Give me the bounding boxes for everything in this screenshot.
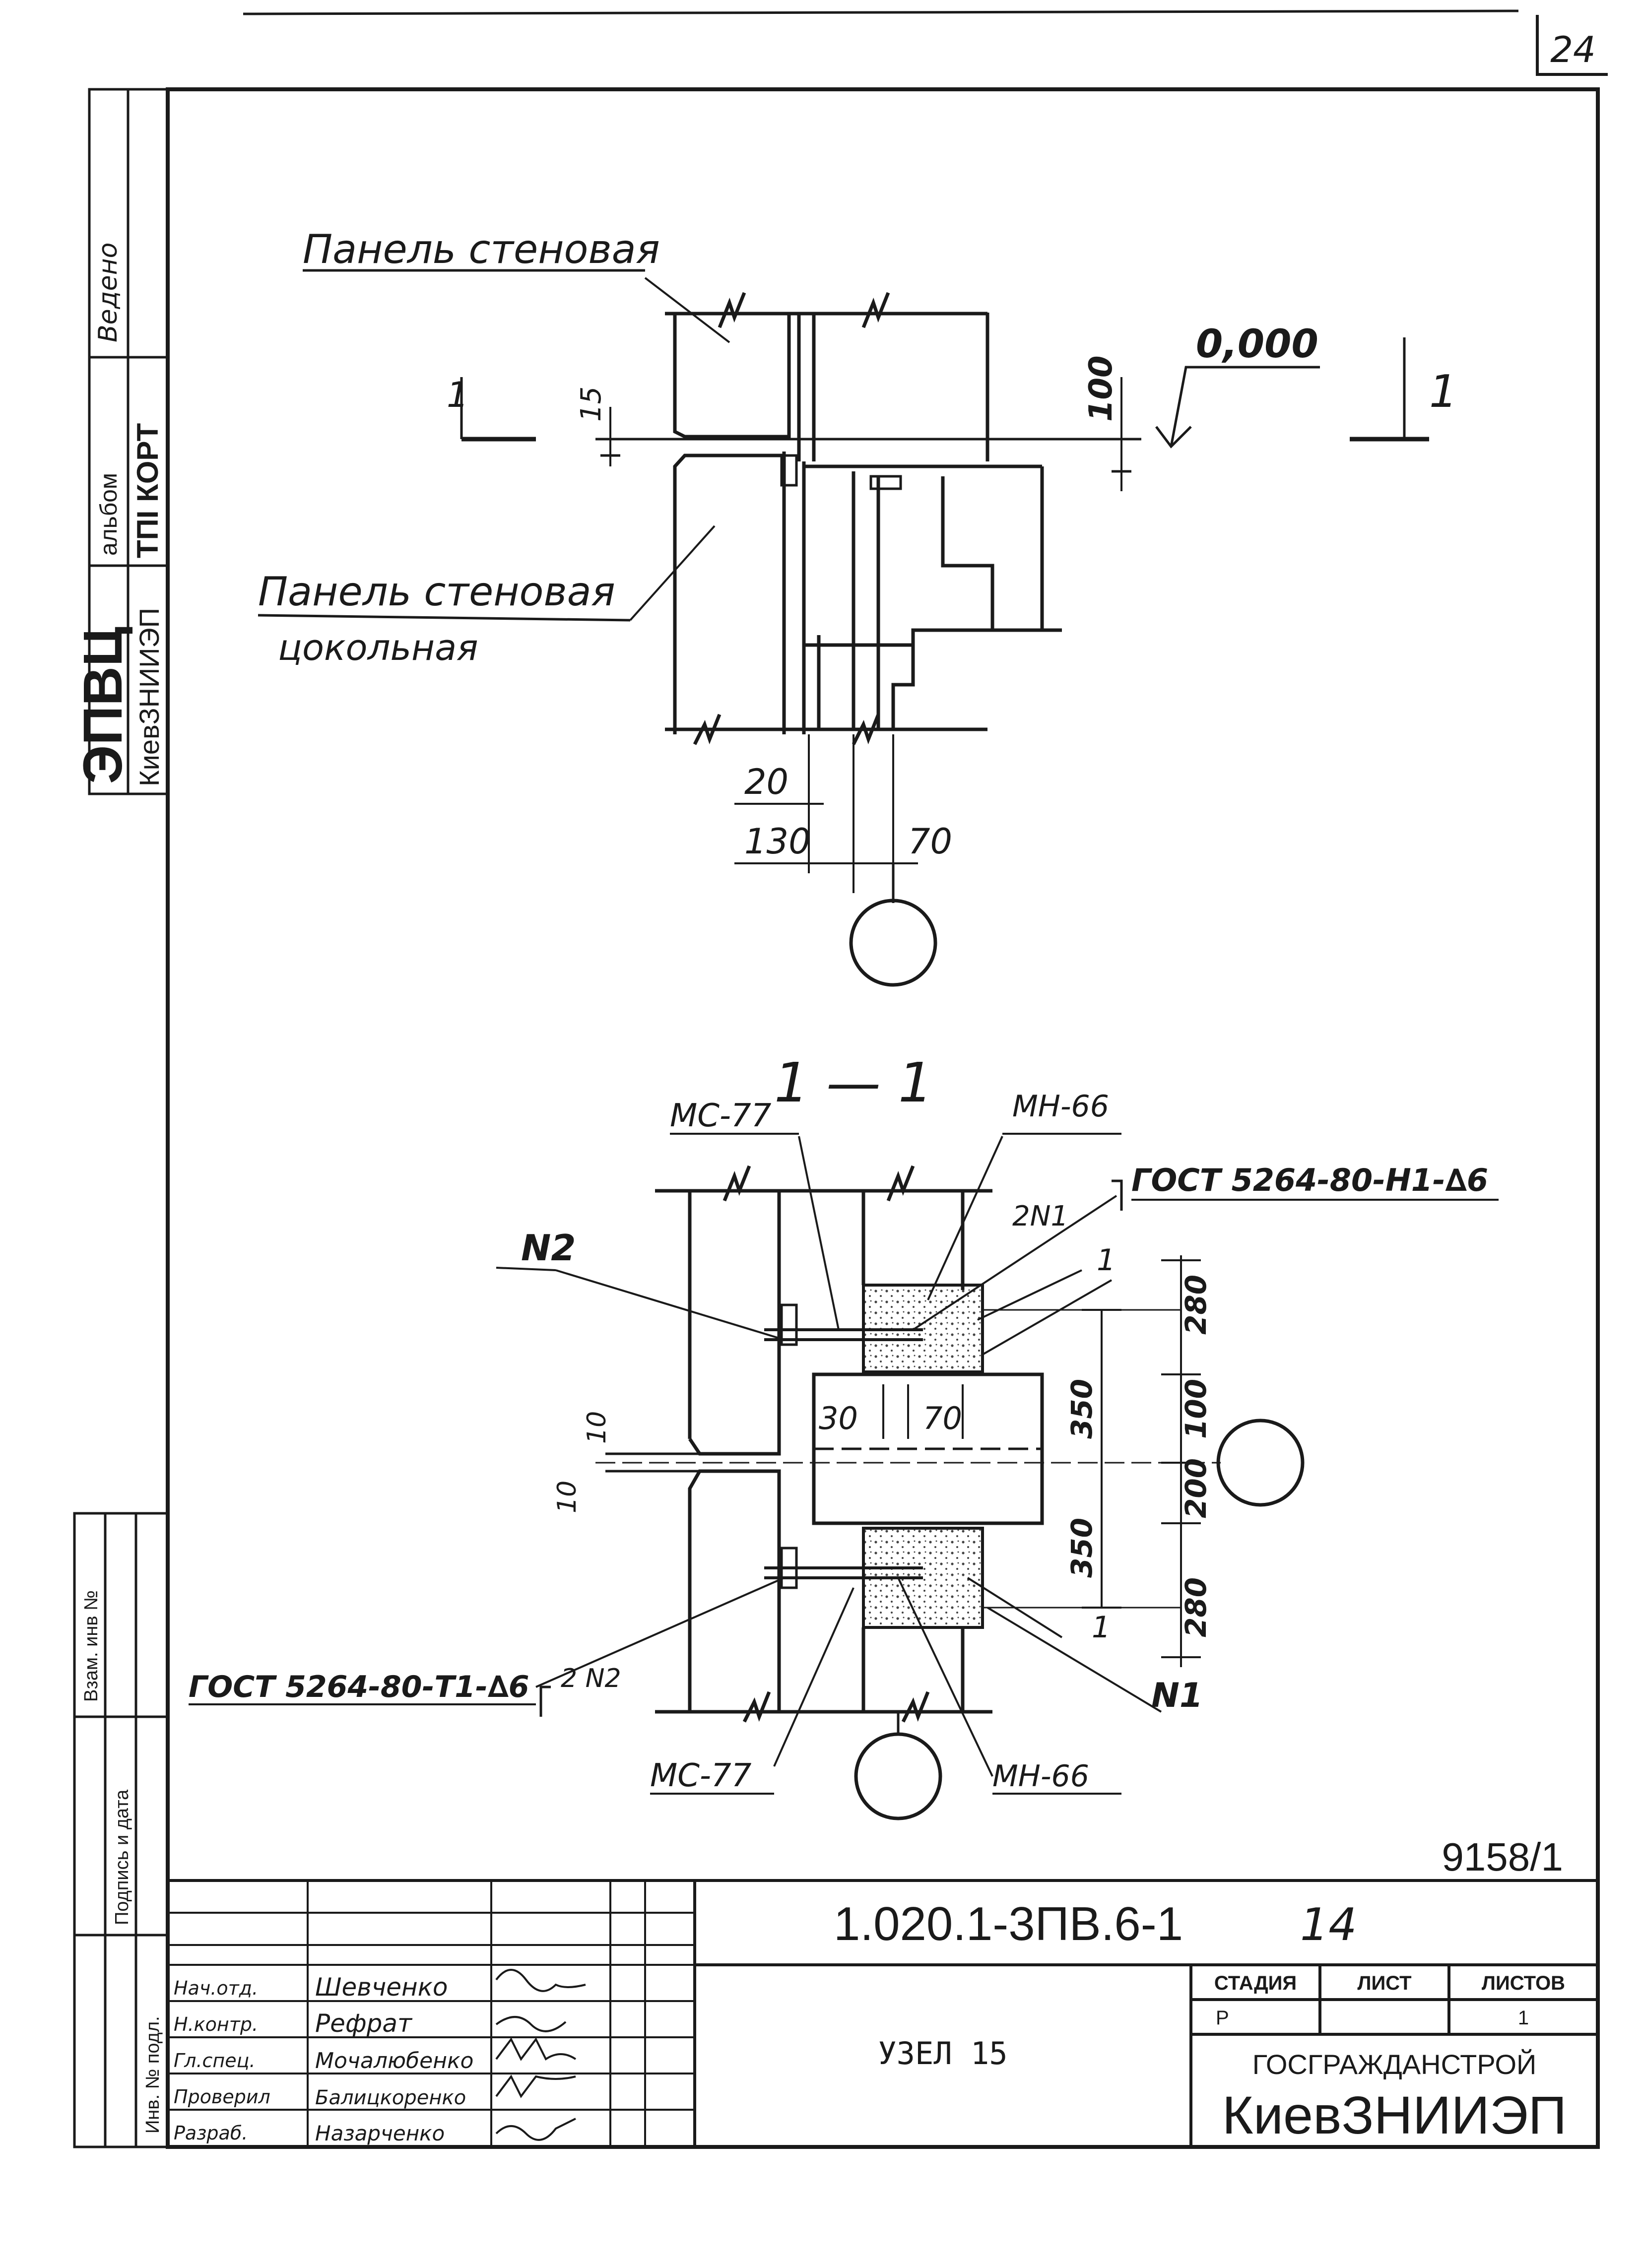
stage-header: СТАДИЯ bbox=[1214, 1972, 1297, 1994]
sheets-header: ЛИСТОВ bbox=[1482, 1972, 1565, 1994]
dim-350-bottom: 350 bbox=[1065, 1518, 1099, 1578]
signer-role-4: Проверил bbox=[174, 2086, 270, 2108]
org-ministry: ГОСГРАЖДАНСТРОЙ bbox=[1252, 2049, 1537, 2080]
mh66-top-label: МН-66 bbox=[1012, 1089, 1109, 1124]
org-institute: КиевЗНИИЭП bbox=[1222, 2085, 1567, 2145]
pos-1-bottom: 1 bbox=[1092, 1610, 1111, 1645]
signer-name-1: Шевченко bbox=[315, 1973, 448, 2002]
dim-15: 15 bbox=[575, 387, 607, 422]
signature-3 bbox=[495, 2037, 577, 2061]
doc-code: 1.020.1-3ПВ.6-1 bbox=[834, 1897, 1183, 1950]
signer-role-5: Разраб. bbox=[174, 2122, 248, 2144]
pos-1-top: 1 bbox=[1097, 1243, 1116, 1278]
section-mark-right: 1 bbox=[1429, 366, 1457, 418]
stamp-inv-orig: Инв. № подл. bbox=[142, 2016, 163, 2134]
mc77-bottom-label: МС-77 bbox=[650, 1757, 752, 1794]
signer-name-4: Балицкоренко bbox=[315, 2086, 466, 2109]
dim-100-upper: 100 bbox=[1083, 355, 1119, 422]
n1-label: N1 bbox=[1151, 1676, 1203, 1715]
stamp-note: Ведено bbox=[93, 243, 123, 342]
archive-number: 9158/1 bbox=[1442, 1835, 1563, 1879]
label-plinth-panel-2: цокольная bbox=[278, 627, 478, 668]
stamp-code: ЭПВЦ bbox=[72, 627, 133, 784]
drawing-frame bbox=[166, 87, 1600, 2149]
dim-100-section: 100 bbox=[1179, 1379, 1213, 1439]
signer-role-3: Гл.спец. bbox=[174, 2050, 256, 2072]
top-side-stamp bbox=[88, 88, 169, 795]
upper-view bbox=[460, 277, 1429, 987]
gost-bottom-label: ГОСТ 5264-80-Т1-∆6 bbox=[189, 1670, 529, 1704]
bottom-side-stamp-text: Взам. инв № Подпись и дата Инв. № подл. bbox=[81, 1590, 163, 2134]
signer-name-5: Назарченко bbox=[315, 2121, 445, 2145]
mh66-bottom-label: МН-66 bbox=[992, 1759, 1089, 1794]
title-block-text: 1.020.1-3ПВ.6-1 14 УЗЕЛ 15 СТАДИЯ ЛИСТ Л… bbox=[174, 1897, 1567, 2145]
stamp-album-code: ТПI КОРТ bbox=[131, 423, 164, 558]
signer-name-2: Рефрат bbox=[315, 2009, 413, 2038]
dim-130: 130 bbox=[744, 821, 811, 862]
label-wall-panel: Панель стеновая bbox=[303, 226, 660, 272]
upper-view-labels: Панель стеновая Панель стеновая цокольна… bbox=[258, 226, 1457, 862]
top-edge-line bbox=[243, 9, 1519, 15]
dim-280-top: 280 bbox=[1179, 1275, 1213, 1335]
title-block bbox=[168, 1879, 1598, 2147]
dim-20: 20 bbox=[744, 762, 788, 802]
signature-1 bbox=[495, 1969, 586, 1992]
bottom-side-stamp bbox=[73, 1512, 169, 2148]
section-title: 1 — 1 bbox=[774, 1051, 933, 1114]
drawing-title: УЗЕЛ 15 bbox=[878, 2035, 1007, 2072]
top-side-stamp-text: ЭПВЦ КиевЗНИИЭП альбом ТПI КОРТ Ведено bbox=[72, 243, 165, 786]
signer-name-3: Мочалюбенко bbox=[315, 2048, 473, 2074]
sheets-value: 1 bbox=[1518, 2007, 1529, 2029]
signature-2 bbox=[495, 2016, 567, 2032]
signature-5 bbox=[495, 2118, 576, 2141]
two-n2-label: 2 N2 bbox=[561, 1664, 621, 1693]
sheet-header: ЛИСТ bbox=[1357, 1972, 1411, 1994]
stamp-album: альбом bbox=[96, 473, 122, 556]
mc77-top-label: МС-77 bbox=[670, 1098, 772, 1134]
section-mark-left: 1 bbox=[447, 375, 469, 415]
elevation-mark: 0,000 bbox=[1196, 322, 1318, 367]
page-number: 24 bbox=[1550, 29, 1596, 70]
dim-70-upper: 70 bbox=[908, 821, 952, 862]
dim-350-top: 350 bbox=[1065, 1379, 1099, 1439]
section-view bbox=[535, 1136, 1305, 1820]
signer-role-2: Н.контр. bbox=[174, 2013, 258, 2035]
dim-30: 30 bbox=[819, 1400, 858, 1436]
stamp-sign-date: Подпись и дата bbox=[112, 1789, 132, 1925]
stamp-replace-inv: Взам. инв № bbox=[81, 1590, 102, 1702]
n2-label: N2 bbox=[521, 1227, 576, 1269]
stage-value: Р bbox=[1216, 2007, 1229, 2029]
section-view-labels: МС-77 МН-66 ГОСТ 5264-80-Н1-∆6 N2 2N1 1 … bbox=[189, 1089, 1499, 1795]
signer-role-1: Нач.отд. bbox=[174, 1977, 258, 1999]
page-number-box: 24 bbox=[1536, 15, 1608, 76]
gost-top-label: ГОСТ 5264-80-Н1-∆6 bbox=[1131, 1162, 1488, 1198]
stamp-institute: КиевЗНИИЭП bbox=[133, 608, 165, 786]
dim-10-a: 10 bbox=[582, 1411, 612, 1444]
dim-200: 200 bbox=[1179, 1458, 1213, 1518]
dim-10-b: 10 bbox=[552, 1481, 582, 1513]
sheet-in-doc: 14 bbox=[1300, 1899, 1357, 1951]
label-plinth-panel-1: Панель стеновая bbox=[258, 569, 615, 615]
two-n1-label: 2N1 bbox=[1012, 1200, 1068, 1232]
signature-4 bbox=[495, 2074, 576, 2098]
dim-70-section: 70 bbox=[923, 1400, 962, 1436]
dim-280-bottom: 280 bbox=[1179, 1577, 1213, 1637]
